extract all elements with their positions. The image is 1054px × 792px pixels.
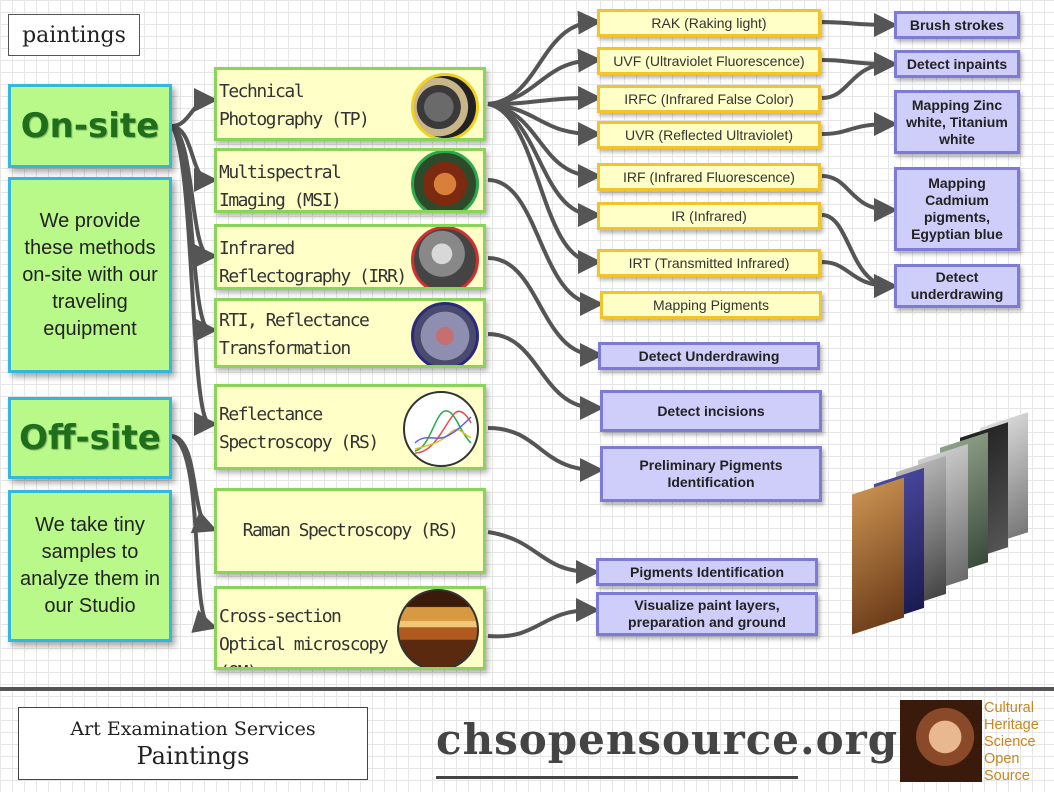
technique-mapping-pigments: Mapping Pigments: [600, 291, 822, 319]
offsite-description: We take tiny samples to analyze them in …: [8, 490, 172, 642]
cross-section-image: [397, 589, 479, 667]
painting-image-stack: [850, 412, 1040, 635]
purpose-preliminary-pigments: Preliminary Pigments Identification: [600, 446, 822, 502]
website-link[interactable]: chsopensource.org: [436, 715, 897, 779]
method-label: Infrared Reflectography (IRR): [219, 238, 407, 287]
rti-image: [411, 302, 479, 365]
technique-reflected-uv: UVR (Reflected Ultraviolet): [597, 121, 821, 149]
purpose-detect-underdrawing: Detect Underdrawing: [598, 342, 820, 370]
offsite-title: Off-site: [8, 397, 172, 479]
technique-infrared: IR (Infrared): [597, 202, 821, 230]
category-tag: paintings: [8, 14, 140, 56]
logo-word: Science: [984, 734, 1036, 750]
logo-portrait-image: [900, 700, 982, 782]
logo-text: Cultural Heritage Science Open Source: [984, 700, 1054, 785]
multispectral-image: [411, 151, 479, 210]
method-technical-photography: Technical Photography (TP): [214, 67, 486, 141]
purpose-detect-incisions: Detect incisions: [600, 390, 822, 432]
purpose-pigments-identification: Pigments Identification: [596, 558, 818, 586]
technical-photography-image: [411, 73, 479, 138]
purpose-mapping-zinc: Mapping Zinc white, Titanium white: [894, 90, 1020, 154]
method-reflectance-spectroscopy: Reflectance Spectroscopy (RS): [214, 384, 486, 470]
infrared-reflectography-image: [411, 227, 479, 287]
footer-divider: [0, 687, 1054, 691]
method-label: RTI, Reflectance Transformation Imaging: [219, 310, 370, 359]
footer-line2: Paintings: [136, 742, 250, 770]
purpose-detect-inpaints: Detect inpaints: [894, 50, 1020, 78]
spectrum-curves: [414, 410, 472, 454]
method-multispectral-imaging: Multispectral Imaging (MSI): [214, 148, 486, 213]
logo-word: Heritage: [984, 717, 1039, 733]
painting-layer-image: [852, 477, 904, 635]
purpose-visualize-layers: Visualize paint layers, preparation and …: [596, 592, 818, 636]
technique-uv-fluorescence: UVF (Ultraviolet Fluorescence): [597, 47, 821, 75]
purpose-detect-underdrawing-ir: Detect underdrawing: [894, 264, 1020, 308]
logo-word: Source: [984, 768, 1030, 784]
onsite-title: On-site: [8, 84, 172, 168]
method-label: Technical Photography (TP): [219, 81, 370, 130]
method-label: Reflectance Spectroscopy (RS): [219, 404, 379, 453]
method-rti: RTI, Reflectance Transformation Imaging: [214, 298, 486, 368]
footer-title-box: Art Examination Services Paintings: [18, 707, 368, 780]
method-label: Cross-section Optical microscopy (OM): [219, 606, 389, 667]
method-infrared-reflectography: Infrared Reflectography (IRR): [214, 224, 486, 290]
technique-infrared-fluorescence: IRF (Infrared Fluorescence): [597, 163, 821, 191]
technique-transmitted-infrared: IRT (Transmitted Infrared): [597, 249, 821, 277]
technique-raking-light: RAK (Raking light): [597, 9, 821, 37]
method-label: Multispectral Imaging (MSI): [219, 162, 342, 211]
method-cross-section-microscopy: Cross-section Optical microscopy (OM): [214, 586, 486, 670]
purpose-brush-strokes: Brush strokes: [894, 11, 1020, 39]
method-raman-spectroscopy: Raman Spectroscopy (RS): [214, 488, 486, 574]
technique-infrared-false-color: IRFC (Infrared False Color): [597, 85, 821, 113]
onsite-description: We provide these methods on-site with ou…: [8, 177, 172, 373]
logo-word: Open: [984, 751, 1020, 767]
purpose-mapping-cadmium: Mapping Cadmium pigments, Egyptian blue: [894, 167, 1020, 251]
logo-word: Cultural: [984, 700, 1034, 716]
spectrum-plot-image: [403, 391, 479, 467]
footer-line1: Art Examination Services: [70, 718, 316, 740]
method-label: Raman Spectroscopy (RS): [242, 520, 459, 541]
